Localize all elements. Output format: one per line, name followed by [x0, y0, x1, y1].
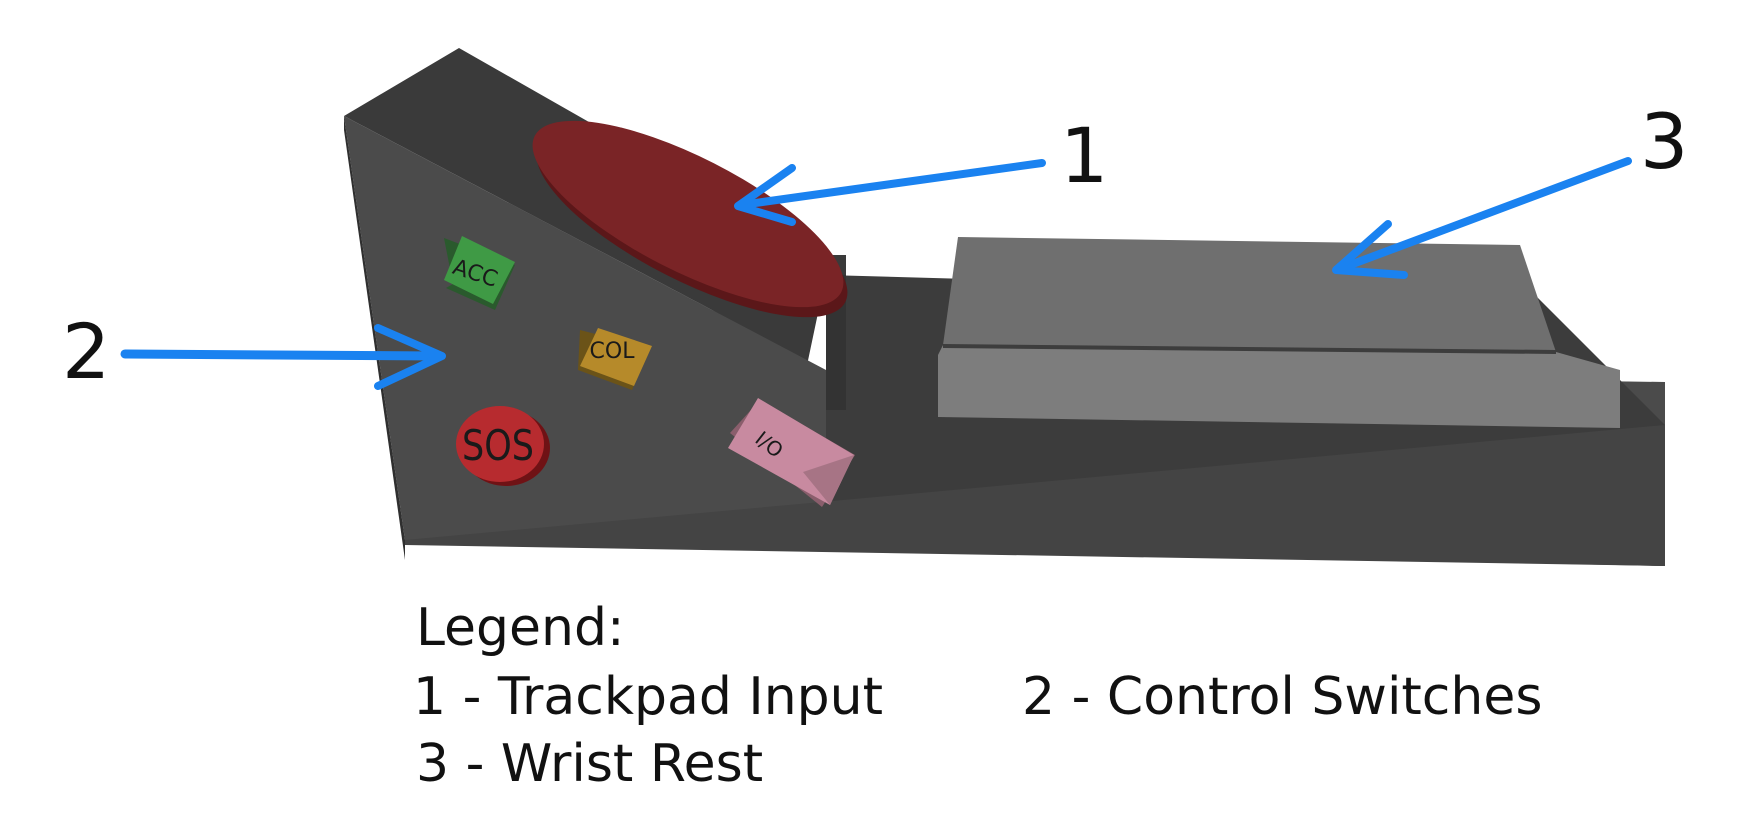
io-switch[interactable]: I/O	[728, 398, 855, 507]
control-switches: ACC COL SOS I/O	[444, 236, 855, 507]
trackpad[interactable]	[509, 85, 871, 353]
wrist-rest-edge	[942, 344, 1557, 354]
col-label: COL	[590, 339, 636, 364]
legend-item-control-switches: 2 - Control Switches	[1022, 667, 1543, 727]
sos-label: SOS	[462, 421, 534, 470]
sos-button-face[interactable]	[456, 406, 544, 482]
device-left-face	[344, 116, 405, 560]
acc-switch[interactable]: ACC	[444, 236, 515, 310]
callout-3-label: 3	[1640, 97, 1688, 186]
callout-2-label: 2	[62, 307, 110, 396]
sos-button[interactable]: SOS	[456, 406, 550, 486]
wrist-rest	[938, 237, 1620, 428]
legend-title: Legend:	[416, 598, 625, 658]
arrow-3	[1332, 157, 1632, 279]
legend-item-trackpad: 1 - Trackpad Input	[413, 667, 884, 727]
legend-item-wrist-rest: 3 - Wrist Rest	[416, 734, 764, 794]
trackpad-surface[interactable]	[509, 85, 867, 343]
col-switch[interactable]: COL	[578, 328, 652, 390]
col-switch-face[interactable]	[580, 328, 652, 386]
wrist-rest-top	[943, 237, 1556, 352]
arrow-1	[734, 159, 1046, 226]
acc-switch-face[interactable]	[444, 236, 515, 304]
callout-arrows	[120, 157, 1632, 390]
device-base-front	[405, 425, 1665, 566]
arrow-2	[120, 324, 446, 390]
wrist-rest-front	[938, 345, 1620, 428]
callout-1-label: 1	[1060, 111, 1108, 200]
